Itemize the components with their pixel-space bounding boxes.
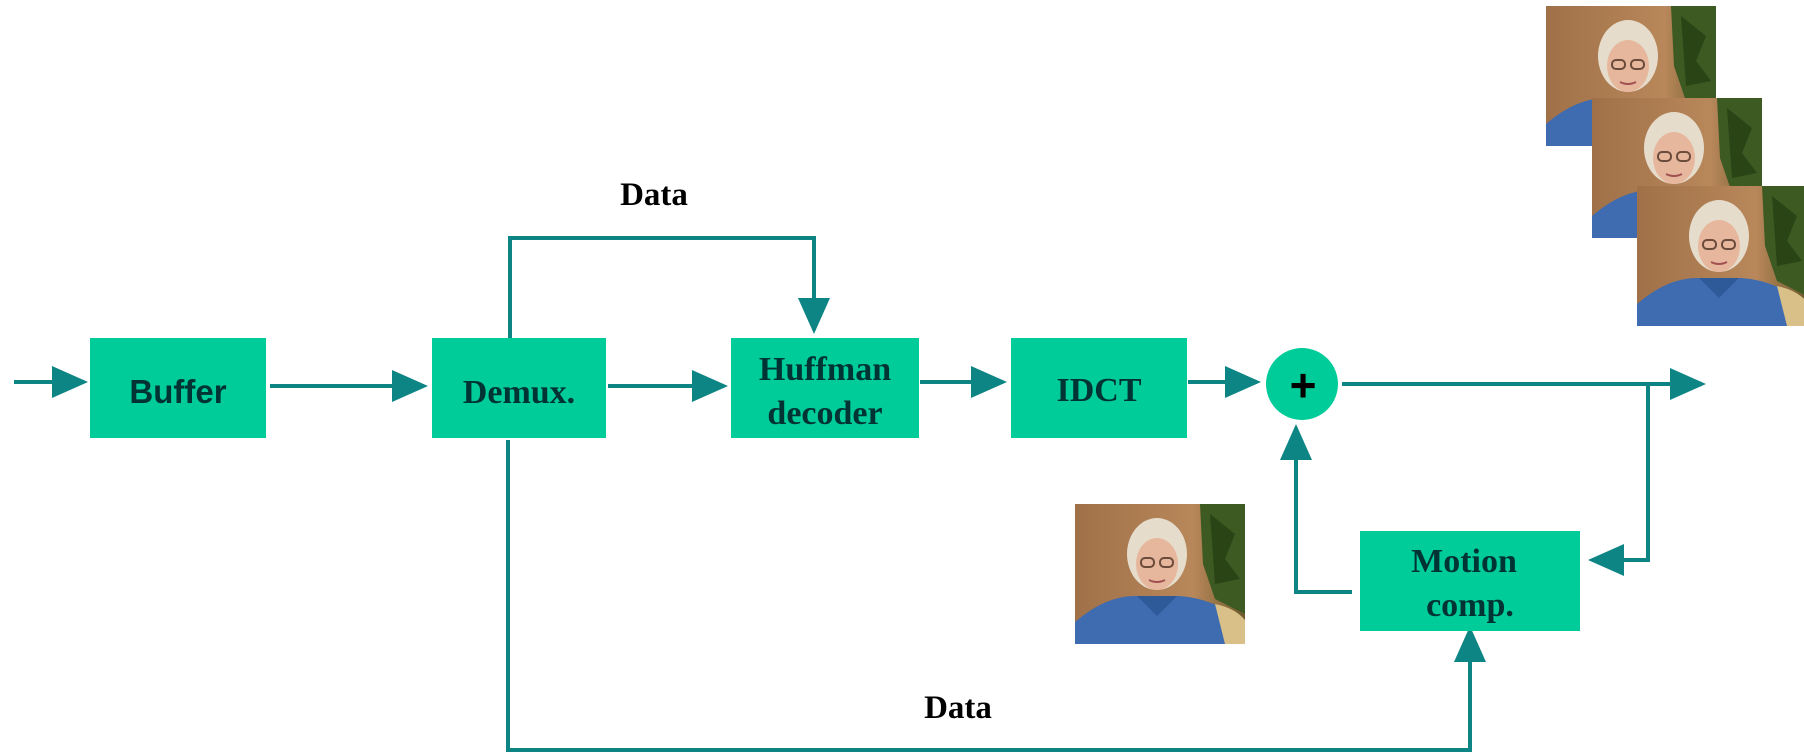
motion-to-adder-path bbox=[1280, 424, 1352, 594]
demux-label: Demux. bbox=[463, 374, 575, 411]
idct-block: IDCT bbox=[1011, 338, 1187, 438]
idct-label: IDCT bbox=[1056, 372, 1141, 409]
buffer-label: Buffer bbox=[129, 373, 226, 410]
bottom-data-path bbox=[506, 440, 1486, 752]
buffer-block: Buffer bbox=[90, 338, 266, 438]
huffman-label-line2: decoder bbox=[767, 395, 882, 432]
motion-comp-block: Motion comp. bbox=[1360, 531, 1580, 631]
motion-label-line2: comp. bbox=[1426, 587, 1514, 624]
bottom-data-label: Data bbox=[924, 690, 992, 726]
output-frame-image-3 bbox=[1636, 185, 1804, 327]
top-data-label: Data bbox=[620, 177, 688, 213]
huffman-label-line1: Huffman bbox=[759, 351, 891, 388]
reference-frame-image bbox=[1074, 503, 1246, 645]
motion-label-line1: Motion bbox=[1411, 543, 1517, 580]
top-data-path bbox=[508, 236, 830, 340]
demux-block: Demux. bbox=[432, 338, 606, 438]
adder-node: + bbox=[1266, 348, 1338, 420]
feedback-path bbox=[1588, 384, 1650, 576]
huffman-decoder-block: Huffman decoder bbox=[731, 338, 919, 438]
plus-symbol: + bbox=[1290, 359, 1317, 411]
